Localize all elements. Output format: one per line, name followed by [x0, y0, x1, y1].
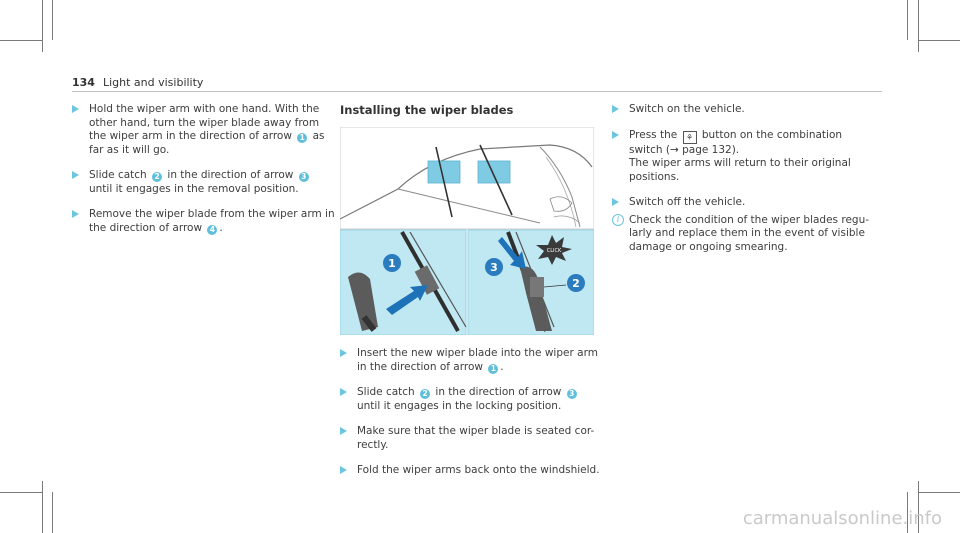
crop-mark: [42, 481, 43, 533]
step-arrow-icon: [340, 466, 347, 474]
step-arrow-icon: [72, 105, 79, 113]
crop-mark: [0, 40, 42, 41]
crop-mark: [918, 492, 960, 493]
step-item: Fold the wiper arms back onto the windsh…: [340, 464, 600, 478]
info-note: i Check the condition of the wiper blade…: [612, 213, 882, 255]
crop-mark: [52, 492, 53, 533]
step-arrow-icon: [340, 388, 347, 396]
step-item: Insert the new wiper blade into the wipe…: [340, 347, 600, 374]
watermark: carmanualsonline.info: [742, 508, 942, 529]
step-item: Slide catch 2 in the direction of arrow …: [72, 169, 332, 196]
crop-mark: [42, 0, 43, 52]
step-item: Slide catch 2 in the direction of arrow …: [340, 386, 600, 413]
installing-heading: Installing the wiper blades: [340, 103, 514, 117]
step-item: Press the ⚘ button on the combination sw…: [612, 129, 882, 185]
figure-callout: 1: [388, 257, 396, 270]
step-item: Hold the wiper arm with one hand. With t…: [72, 103, 332, 157]
callout-badge: 2: [152, 172, 163, 182]
crop-mark: [0, 492, 42, 493]
step-arrow-icon: [612, 105, 619, 113]
callout-badge: 1: [297, 133, 308, 143]
step-arrow-icon: [340, 349, 347, 357]
crop-mark: [918, 0, 919, 52]
header-divider: [72, 91, 882, 92]
step-arrow-icon: [72, 210, 79, 218]
callout-badge: 2: [420, 389, 431, 399]
callout-badge: 3: [566, 389, 577, 399]
step-item: Switch off the vehicle.: [612, 196, 882, 210]
crop-mark: [52, 0, 53, 40]
click-label: CLICK: [547, 248, 562, 254]
step-arrow-icon: [612, 198, 619, 206]
page-header: 134 Light and visibility: [72, 76, 203, 89]
step-arrow-icon: [72, 171, 79, 179]
wiper-button-icon: ⚘: [682, 130, 697, 144]
callout-badge: 4: [207, 224, 218, 235]
figure-callout: 3: [490, 261, 498, 274]
info-icon: i: [612, 213, 624, 226]
step-arrow-icon: [340, 427, 347, 435]
middle-column: Installing the wiper blades 1: [339, 103, 600, 490]
left-column: Hold the wiper arm with one hand. With t…: [72, 103, 335, 247]
callout-badge: 3: [298, 172, 309, 182]
crop-mark: [907, 0, 908, 40]
section-title: Light and visibility: [102, 76, 204, 89]
step-item: Remove the wiper blade from the wiper ar…: [72, 208, 335, 235]
callout-badge: 1: [488, 363, 499, 374]
step-item: Make sure that the wiper blade is seated…: [340, 425, 600, 452]
step-item: Switch on the vehicle.: [612, 103, 882, 117]
crop-mark: [907, 492, 908, 533]
figure-callout: 2: [572, 277, 580, 290]
page-number: 134: [72, 76, 95, 89]
crop-mark: [918, 40, 960, 41]
right-column: Switch on the vehicle. Press the ⚘ butto…: [612, 103, 882, 254]
crop-mark: [918, 481, 919, 533]
step-arrow-icon: [612, 130, 619, 139]
wiper-installation-figure: 1 3 2 CLICK: [339, 126, 595, 336]
wiper-illustration: 1 3 2 CLICK: [339, 126, 595, 336]
